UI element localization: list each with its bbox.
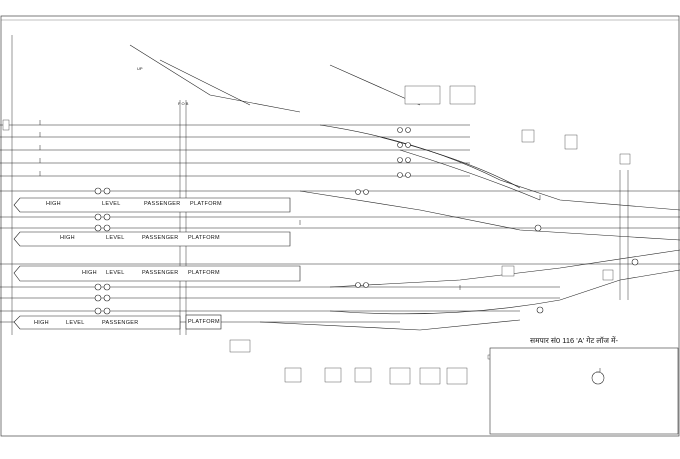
- label-box: [419, 367, 441, 385]
- gate-icon: [596, 368, 601, 373]
- label-box: [501, 265, 515, 277]
- signal-head: [94, 213, 102, 221]
- track-line: [159, 59, 251, 106]
- platform-label-platform: PLATFORM: [190, 201, 222, 207]
- signal-posts: [39, 120, 541, 290]
- label-box: [619, 153, 631, 165]
- signal-head: [103, 213, 111, 221]
- signal-head: [94, 294, 102, 302]
- platform-box-top: [13, 197, 291, 213]
- platform-box-small: [185, 314, 222, 330]
- signal-head: [363, 282, 369, 288]
- track-line: [259, 319, 521, 331]
- platform-label-level: LEVEL: [66, 320, 85, 326]
- signal-head: [103, 294, 111, 302]
- platform-label-high: HIGH: [34, 320, 49, 326]
- signal-head: [405, 172, 411, 178]
- platform-label-level: LEVEL: [102, 201, 121, 207]
- track-line: [129, 44, 301, 113]
- grid-verticals: [11, 35, 629, 335]
- platform-label-high: HIGH: [60, 235, 75, 241]
- platform-label-level: LEVEL: [106, 270, 125, 276]
- signal-head: [363, 189, 369, 195]
- platform-label-level: LEVEL: [106, 235, 125, 241]
- label-box: [324, 367, 342, 383]
- signal-head: [536, 306, 544, 314]
- signal-head: [103, 283, 111, 291]
- platform-box-bottom: [13, 315, 181, 330]
- label-box: [284, 367, 302, 383]
- signal-head: [355, 189, 361, 195]
- label-box: [446, 367, 468, 385]
- label-box: [602, 269, 614, 281]
- track-line: [319, 124, 680, 211]
- platform-label-platform: PLATFORM: [188, 270, 220, 276]
- signal-head: [94, 224, 102, 232]
- up-label: UP: [137, 66, 143, 71]
- legend-heading: समपार सं0 116 'A' गेट लॉज में-: [530, 336, 618, 345]
- platform-box-mid: [13, 231, 291, 247]
- signal-head: [405, 142, 411, 148]
- track-line: [299, 190, 680, 241]
- track-group: [0, 44, 680, 331]
- signal-head: [397, 142, 403, 148]
- signal-head: [103, 224, 111, 232]
- signal-head: [405, 157, 411, 163]
- signal-head: [94, 187, 102, 195]
- label-box: [564, 134, 578, 150]
- platform-label-passenger: PASSENGER: [142, 270, 179, 276]
- label-box: [389, 367, 411, 385]
- signal-head: [103, 187, 111, 195]
- signal-head: [631, 258, 639, 266]
- signal-head: [94, 307, 102, 315]
- label-box: [521, 129, 535, 143]
- label-box: [354, 367, 372, 383]
- track-line: [399, 149, 541, 201]
- annotation-boxes: [2, 85, 631, 385]
- legend-box: [489, 347, 679, 435]
- label-box: [404, 85, 441, 105]
- platform-label-passenger: PASSENGER: [102, 320, 139, 326]
- drawing-frame: [0, 15, 680, 437]
- platform-label-high: HIGH: [82, 270, 97, 276]
- label-box: [229, 339, 251, 353]
- platform-box-lower: [13, 265, 301, 282]
- platform-label-platform: PLATFORM: [188, 235, 220, 241]
- signal-head: [397, 127, 403, 133]
- label-box: [2, 119, 10, 131]
- platform-label-passenger: PASSENGER: [142, 235, 179, 241]
- platform-label-platform: PLATFORM: [188, 319, 220, 325]
- signal-head: [103, 307, 111, 315]
- signal-head: [405, 127, 411, 133]
- fob-label: F O B: [178, 101, 189, 106]
- platform-outlines: [13, 197, 301, 330]
- signal-head: [397, 157, 403, 163]
- signal-head: [534, 224, 542, 232]
- signal-head: [94, 283, 102, 291]
- signal-head: [355, 282, 361, 288]
- signal-head: [397, 172, 403, 178]
- platform-label-high: HIGH: [46, 201, 61, 207]
- platform-label-passenger: PASSENGER: [144, 201, 181, 207]
- signal-circles: [94, 127, 639, 315]
- track-line: [329, 269, 680, 315]
- label-box: [449, 85, 476, 105]
